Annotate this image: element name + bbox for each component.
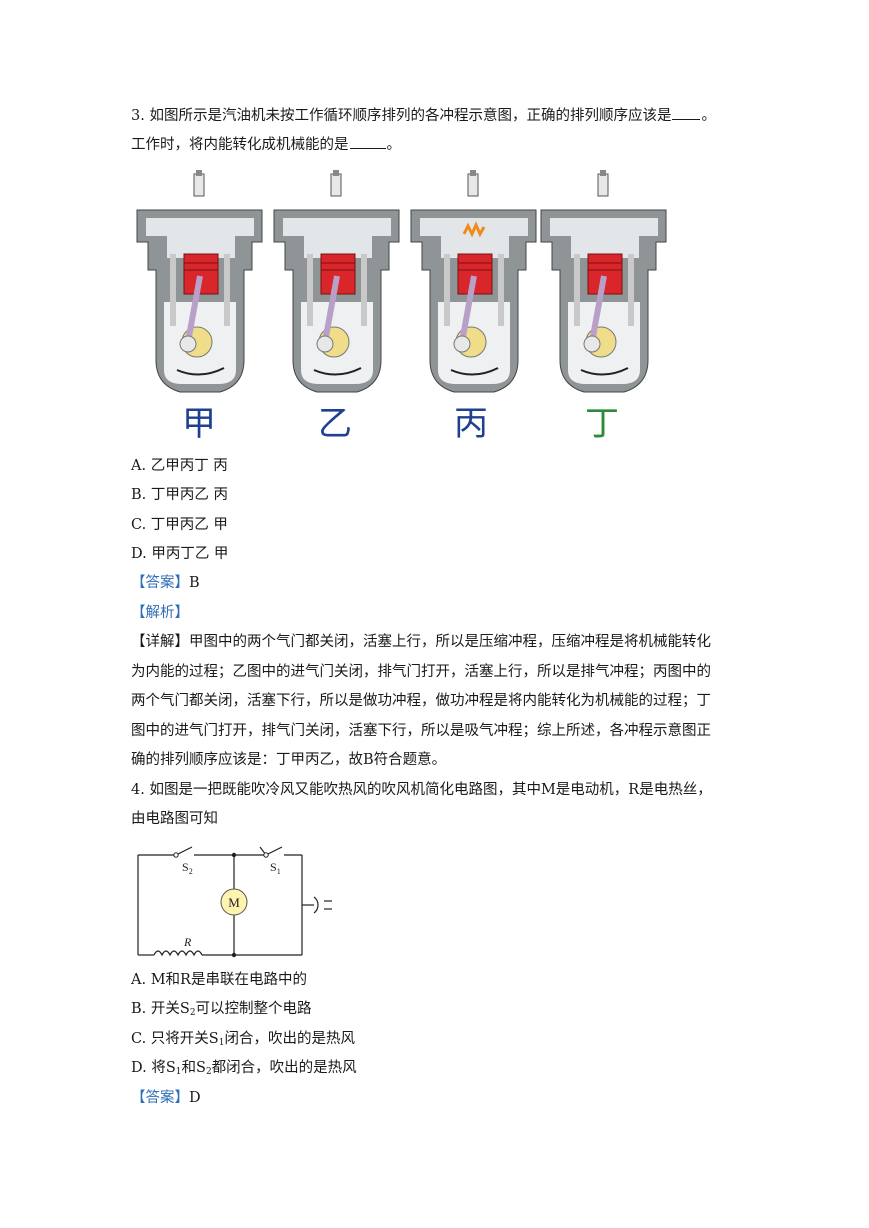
q3-option-a: A. 乙甲丙丁 丙 — [131, 458, 228, 474]
q4-option-d: D. 将S1和S2都闭合，吹出的是热风 — [131, 1060, 357, 1077]
q3-stem-text: 3. 如图所示是汽油机未按工作循环顺序排列的各冲程示意图，正确的排列顺序应该是 — [131, 108, 672, 124]
answer-value: D — [189, 1090, 201, 1106]
engine-ding-diagram — [536, 170, 671, 400]
q3-option-b: B. 丁甲丙乙 丙 — [131, 487, 228, 503]
q4-option-b: B. 开关S2可以控制整个电路 — [131, 1001, 312, 1018]
q3-detail-line: 【详解】甲图中的两个气门都关闭，活塞上行，所以是压缩冲程，压缩冲程是将机械能转化 — [131, 634, 711, 650]
q3-option-d: D. 甲丙丁乙 甲 — [131, 546, 229, 562]
answer-value: B — [189, 575, 200, 591]
engine-strokes-figure: 甲 乙 丙 丁 — [132, 170, 672, 444]
punct: 。 — [701, 108, 716, 124]
answer-label: 【答案】 — [131, 575, 189, 591]
q3-detail-line: 两个气门都关闭，活塞下行，所以是做功冲程，做功冲程是将内能转化为机械能的过程；丁 — [131, 693, 711, 709]
answer-blank — [672, 105, 701, 120]
q3-analysis-label: 【解析】 — [131, 605, 189, 621]
engine-label-yi: 乙 — [318, 404, 352, 444]
switch-s2-label: S2 — [182, 860, 193, 876]
q3-option-c: C. 丁甲丙乙 甲 — [131, 517, 228, 533]
q3-detail-line: 为内能的过程；乙图中的进气门关闭，排气门打开，活塞上行，所以是排气冲程；丙图中的 — [131, 664, 711, 680]
answer-label: 【答案】 — [131, 1090, 189, 1106]
q4-stem-line1: 4. 如图是一把既能吹冷风又能吹热风的吹风机简化电路图，其中M是电动机，R是电热… — [131, 782, 712, 798]
answer-blank — [349, 134, 386, 149]
resistor-label: R — [183, 935, 192, 949]
punct: 。 — [386, 137, 402, 153]
motor-label: M — [228, 895, 240, 910]
engine-yi-diagram — [269, 170, 404, 400]
q4-stem-line2: 由电路图可知 — [131, 811, 218, 827]
engine-label-bing: 丙 — [454, 404, 488, 444]
switch-s1-label: S1 — [270, 860, 281, 876]
engine-label-ding: 丁 — [585, 404, 619, 444]
q3-detail-line: 确的排列顺序应该是：丁甲丙乙，故B符合题意。 — [131, 752, 447, 768]
engine-label-jia: 甲 — [182, 404, 216, 444]
hairdryer-circuit-diagram: M S2 S1 R — [137, 846, 332, 958]
q3-stem-line1: 3. 如图所示是汽油机未按工作循环顺序排列的各冲程示意图，正确的排列顺序应该是 。 — [131, 105, 716, 126]
engine-bing-diagram — [406, 170, 541, 400]
q4-option-a: A. M和R是串联在电路中的 — [131, 972, 307, 988]
q3-stem-line2: 工作时，将内能转化成机械能的是 。 — [131, 134, 401, 155]
q4-answer: 【答案】D — [131, 1088, 201, 1108]
q3-stem-text2: 工作时，将内能转化成机械能的是 — [131, 137, 349, 153]
engine-jia-diagram — [136, 170, 263, 393]
q3-answer: 【答案】B — [131, 573, 200, 593]
q4-option-c: C. 只将开关S1闭合，吹出的是热风 — [131, 1031, 355, 1048]
q3-detail-line: 图中的进气门打开，排气门关闭，活塞下行，所以是吸气冲程；综上所述，各冲程示意图正 — [131, 723, 711, 739]
